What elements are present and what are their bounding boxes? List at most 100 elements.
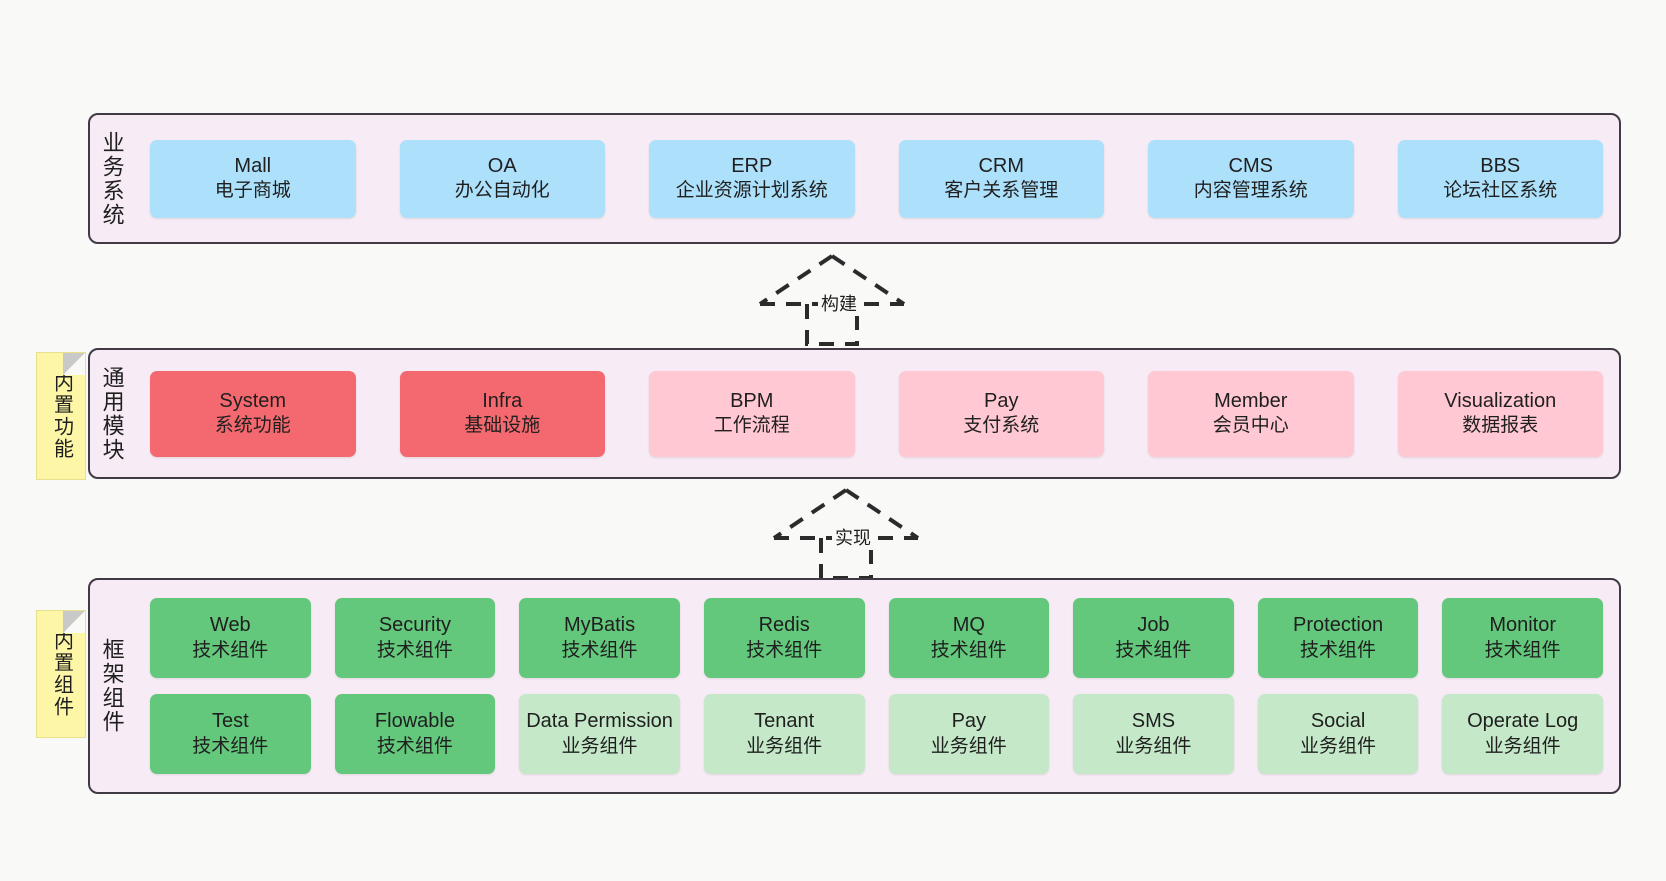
cell-subtitle: 技术组件 [376,735,453,757]
build-arrow-stem [805,304,859,346]
cell-title: Pay [984,389,1019,412]
note-builtin-components: 内置组件 [36,610,86,738]
cell-subtitle: 基础设施 [464,415,541,437]
module-box-visualization[interactable]: Visualization 数据报表 [1397,370,1603,457]
cell-subtitle: 企业资源计划系统 [675,180,828,202]
cell-title: Protection [1293,614,1384,637]
business-box-mall[interactable]: Mall 电子商城 [150,139,356,218]
cell-title: CMS [1228,154,1273,177]
module-box-pay[interactable]: Pay 支付系统 [898,370,1104,457]
cell-title: Tenant [754,710,815,733]
cell-title: Mall [234,154,272,177]
cell-title: Flowable [374,710,455,733]
cell-subtitle: 业务组件 [1300,735,1377,757]
cell-title: Redis [758,614,810,637]
cell-subtitle: 技术组件 [930,639,1007,661]
layer-common-modules-label: 通用模块 [99,365,125,462]
cell-title: Operate Log [1467,710,1579,733]
implement-arrowhead-icon [772,488,920,540]
cell-title: OA [487,154,517,177]
cell-subtitle: 客户关系管理 [944,180,1059,202]
cell-subtitle: 业务组件 [746,735,823,757]
cell-title: ERP [731,154,773,177]
cell-subtitle: 技术组件 [376,639,453,661]
build-arrowhead-icon [758,254,906,306]
cell-subtitle: 支付系统 [963,415,1040,437]
cell-title: Test [211,710,249,733]
connector-build-label: 构建 [818,290,860,316]
cell-title: Visualization [1444,389,1557,412]
layer-business-systems-label: 业务系统 [99,130,125,227]
cell-subtitle: 内容管理系统 [1193,180,1308,202]
cell-title: BPM [730,389,774,412]
cell-subtitle: 技术组件 [561,639,638,661]
cell-title: BBS [1480,154,1521,177]
cell-subtitle: 数据报表 [1462,415,1539,437]
cell-subtitle: 业务组件 [930,735,1007,757]
business-box-cms[interactable]: CMS 内容管理系统 [1148,139,1354,218]
cell-title: Social [1310,710,1366,733]
cell-title: Pay [951,710,987,733]
module-box-infra[interactable]: Infra 基础设施 [399,370,605,457]
cell-title: SMS [1131,710,1176,733]
cell-title: Infra [482,389,523,412]
cell-subtitle: 电子商城 [214,180,291,202]
cell-subtitle: 技术组件 [192,639,269,661]
cell-title: Job [1137,614,1170,637]
cell-subtitle: 办公自动化 [454,180,550,202]
cell-subtitle: 业务组件 [1484,735,1561,757]
note-builtin-components-label: 内置组件 [50,630,73,718]
connector-build: 构建 [752,252,912,348]
cell-subtitle: 工作流程 [713,415,790,437]
business-box-oa[interactable]: OA 办公自动化 [399,139,605,218]
cell-title: Web [209,614,251,637]
cell-title: Monitor [1489,614,1557,637]
note-builtin-functions-label: 内置功能 [50,372,73,460]
connector-implement: 实现 [766,486,926,582]
cell-subtitle: 技术组件 [1300,639,1377,661]
cell-subtitle: 技术组件 [192,735,269,757]
cell-subtitle: 论坛社区系统 [1443,180,1558,202]
module-box-bpm[interactable]: BPM 工作流程 [649,370,855,457]
note-builtin-functions: 内置功能 [36,352,86,480]
cell-subtitle: 技术组件 [1115,639,1192,661]
cell-subtitle: 会员中心 [1212,415,1289,437]
business-box-bbs[interactable]: BBS 论坛社区系统 [1397,139,1603,218]
connector-implement-label: 实现 [832,524,874,550]
business-box-erp[interactable]: ERP 企业资源计划系统 [649,139,855,218]
cell-title: Security [378,614,452,637]
cell-title: MQ [952,614,985,637]
cell-subtitle: 技术组件 [1484,639,1561,661]
cell-subtitle: 业务组件 [561,735,638,757]
layer-framework-components-label: 框架组件 [99,638,125,734]
